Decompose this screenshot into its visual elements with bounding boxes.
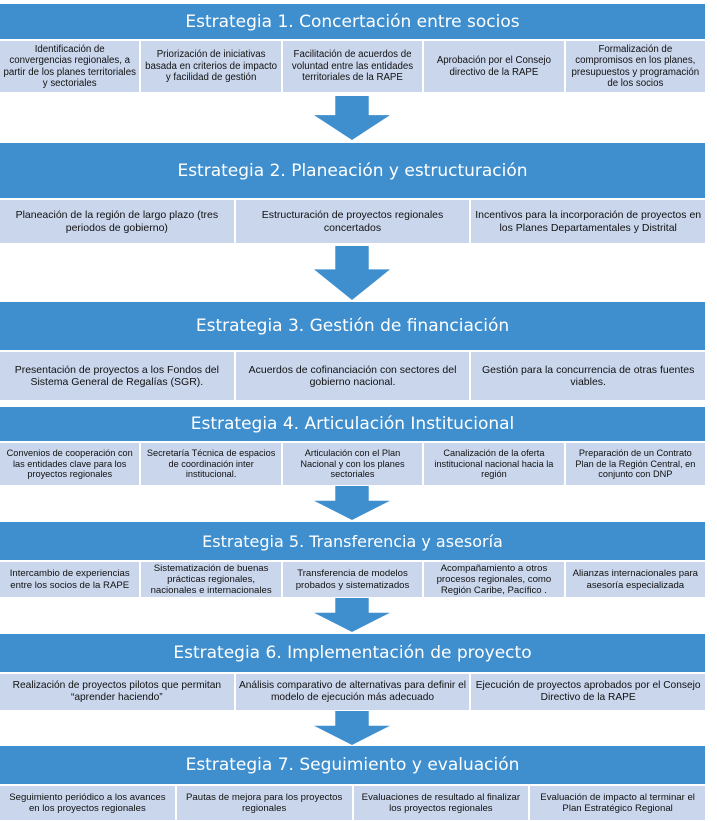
strategy-6-item: Análisis comparativo de alternativas par… xyxy=(235,674,470,710)
strategy-1-items: Identificación de convergencias regional… xyxy=(0,41,706,92)
strategy-5-item: Transferencia de modelos probados y sist… xyxy=(282,562,423,597)
down-arrow-icon xyxy=(314,711,390,745)
strategy-2-item: Estructuración de proyectos regionales c… xyxy=(235,200,470,243)
strategy-4-title: Estrategia 4. Articulación Institucional xyxy=(0,407,705,441)
strategy-3-item: Presentación de proyectos a los Fondos d… xyxy=(0,352,234,400)
strategy-5-items: Intercambio de experiencias entre los so… xyxy=(0,562,706,597)
strategy-7-item: Pautas de mejora para los proyectos regi… xyxy=(176,786,352,820)
strategy-1-item: Identificación de convergencias regional… xyxy=(0,41,140,92)
strategy-4-item: Preparación de un Contrato Plan de la Re… xyxy=(565,443,706,485)
strategy-5-title: Estrategia 5. Transferencia y asesoría xyxy=(0,522,705,560)
strategy-5-item: Acompañamiento a otros procesos regional… xyxy=(424,562,564,597)
strategy-4-item: Convenios de cooperación con las entidad… xyxy=(0,443,140,485)
strategy-7-item: Evaluación de impacto al terminar el Pla… xyxy=(530,786,705,820)
strategy-4-item: Canalización de la oferta institucional … xyxy=(424,443,564,485)
strategy-4-items: Convenios de cooperación con las entidad… xyxy=(0,443,706,485)
strategy-2-item: Incentivos para la incorporación de proy… xyxy=(471,200,706,243)
strategy-7-items: Seguimiento periódico a los avances en l… xyxy=(0,786,705,820)
strategy-2-item: Planeación de la región de largo plazo (… xyxy=(0,200,234,243)
strategy-6-item: Realización de proyectos pilotos que per… xyxy=(0,674,234,710)
strategy-4-item: Articulación con el Plan Nacional y con … xyxy=(282,443,423,485)
strategy-7-item: Evaluaciones de resultado al finalizar l… xyxy=(353,786,529,820)
strategy-3-items: Presentación de proyectos a los Fondos d… xyxy=(0,352,706,400)
strategy-6-title: Estrategia 6. Implementación de proyecto xyxy=(0,634,705,672)
strategy-6-items: Realización de proyectos pilotos que per… xyxy=(0,674,706,710)
down-arrow-icon xyxy=(314,96,390,140)
strategy-3-title: Estrategia 3. Gestión de financiación xyxy=(0,302,705,350)
strategy-6-item: Ejecución de proyectos aprobados por el … xyxy=(471,674,706,710)
strategy-3-item: Acuerdos de cofinanciación con sectores … xyxy=(235,352,470,400)
strategy-7-item: Seguimiento periódico a los avances en l… xyxy=(0,786,175,820)
strategy-1-item: Formalización de compromisos en los plan… xyxy=(565,41,706,92)
strategy-5-item: Sistematización de buenas prácticas regi… xyxy=(141,562,281,597)
strategy-5-item: Alianzas internacionales para asesoría e… xyxy=(565,562,706,597)
strategy-1-item: Aprobación por el Consejo directivo de l… xyxy=(424,41,564,92)
strategy-1-item: Priorización de iniciativas basada en cr… xyxy=(141,41,281,92)
strategy-1-item: Facilitación de acuerdos de voluntad ent… xyxy=(282,41,423,92)
strategy-2-title: Estrategia 2. Planeación y estructuració… xyxy=(0,143,705,198)
strategy-4-item: Secretaría Técnica de espacios de coordi… xyxy=(141,443,281,485)
strategy-3-item: Gestión para la concurrencia de otras fu… xyxy=(471,352,706,400)
down-arrow-icon xyxy=(314,486,390,520)
down-arrow-icon xyxy=(314,598,390,632)
strategy-7-title: Estrategia 7. Seguimiento y evaluación xyxy=(0,746,705,784)
down-arrow-icon xyxy=(314,246,390,300)
strategy-2-items: Planeación de la región de largo plazo (… xyxy=(0,200,706,243)
strategy-1-title: Estrategia 1. Concertación entre socios xyxy=(0,4,705,39)
strategy-5-item: Intercambio de experiencias entre los so… xyxy=(0,562,140,597)
